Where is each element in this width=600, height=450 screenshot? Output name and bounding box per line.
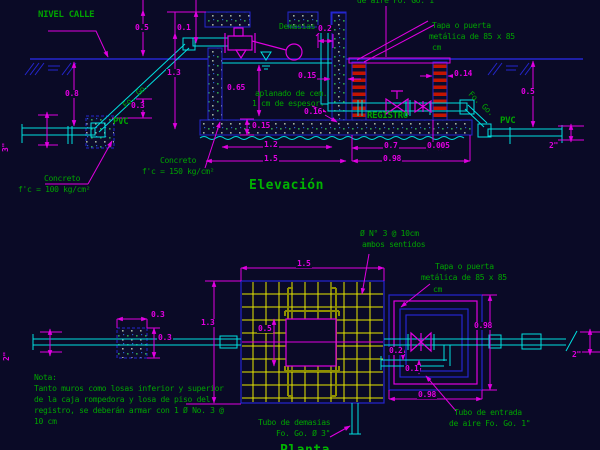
concreto100-line1: Concreto: [44, 174, 81, 183]
pipe-size-left-elev: 3": [1, 141, 10, 153]
dim-05-right: 0.5: [520, 87, 536, 96]
note-line3: de la caja rompedora y losa de piso del: [34, 395, 211, 404]
demasias-plan-line1: Tubo de demasias: [258, 418, 331, 427]
dim-03-h: 0.3: [150, 310, 166, 319]
dim-015-slab: 0.15: [251, 121, 272, 130]
dim-016: 0.16: [303, 107, 324, 116]
concreto150-line2: f'c = 150 kg/cm²: [142, 167, 215, 176]
ground-hatch: [24, 62, 535, 76]
registro-label: REGISTRO: [367, 111, 408, 121]
soil-wave-line: [199, 136, 465, 140]
dim-08: 0.8: [64, 89, 80, 98]
elevation-title: Elevación: [249, 178, 324, 193]
aplanado-line2: 1 cm de espesor.: [252, 99, 325, 108]
pipe-size-right-elev: 2": [548, 141, 560, 150]
float-valve: [224, 27, 303, 61]
dim-15: 1.5: [263, 154, 279, 163]
dim-02-plan: 0.2: [388, 346, 404, 355]
aplanado-line1: aplanado de cem.: [255, 89, 328, 98]
dim-014: 0.14: [453, 69, 474, 78]
dim-01-plan: 0.1: [404, 364, 420, 373]
aire-plan-line2: de aire Fo. Go. 1": [449, 419, 531, 428]
plan-hooked-bars: [284, 287, 340, 397]
plan-valve: [410, 331, 432, 353]
dim-05-opening: 0.5: [257, 324, 273, 333]
pipe-size-right-plan: 2": [571, 350, 583, 359]
elevation-registro-lid: [348, 57, 451, 64]
dim-098-v: 0.98: [473, 321, 494, 330]
tapa-plan-line3: cm: [433, 285, 443, 294]
rebar-line2: ambos sentidos: [362, 240, 426, 249]
dim-03-v: 0.3: [157, 333, 173, 342]
dim-015-mid: 0.15: [297, 71, 318, 80]
tapa-line1: Tapa o puerta: [432, 21, 491, 30]
dim-098-b: 0.98: [417, 390, 438, 399]
registro-valves: [385, 90, 432, 116]
dim-0005: 0.005: [426, 141, 451, 150]
nivel-calle-label: NIVEL CALLE: [38, 10, 95, 20]
tapa-line3: cm: [432, 43, 442, 52]
dim-12: 1.2: [263, 140, 279, 149]
plan-pipes: [32, 330, 578, 435]
aire-top-label: de aire Fo. Go. 1": [357, 0, 439, 5]
dim-05-left: 0.5: [134, 23, 150, 32]
rebar-line1: Ø N° 3 @ 10cm: [360, 229, 419, 238]
dim-13: 1.3: [166, 68, 182, 77]
tapa-plan-line2: metálica de 85 x 85: [421, 273, 507, 282]
pipe-size-left-plan: 2": [2, 350, 11, 362]
demasias-plan-line2: Fo. Go. Ø 3": [276, 429, 331, 438]
concreto100-line2: f'c = 100 kg/cm²: [18, 185, 91, 194]
dim-03: 0.3: [130, 101, 146, 110]
dim-13-plan: 1.3: [200, 318, 216, 327]
dim-098: 0.98: [382, 154, 403, 163]
plan-registro: [388, 294, 483, 391]
note-line1: Nota:: [34, 373, 57, 382]
pvc-right-label: PVC: [500, 116, 516, 126]
note-line5: 10 cm: [34, 417, 57, 426]
dim-07: 0.7: [383, 141, 399, 150]
demasias-label: Demasias: [279, 22, 316, 31]
note-line4: registro, se deberán armar con 1 Ø No. 3…: [34, 406, 224, 415]
dim-02-top: 0.2: [317, 24, 333, 33]
plan-square: [240, 280, 385, 404]
dim-15-plan: 1.5: [296, 259, 312, 268]
elevation-dimensions: [38, 0, 584, 185]
pvc-left-label: PVC: [113, 117, 129, 127]
dim-065: 0.65: [226, 83, 247, 92]
plan-title: Planta: [280, 444, 330, 450]
concreto150-line1: Concreto: [160, 156, 197, 165]
tapa-plan-line1: Tapa o puerta: [435, 262, 494, 271]
tapa-line2: metálica de 85 x 85: [429, 32, 515, 41]
note-line2: Tanto muros como losas inferior y superi…: [34, 384, 224, 393]
aire-plan-line1: Tubo de entrada: [454, 408, 522, 417]
dim-01: 0.1: [176, 23, 192, 32]
